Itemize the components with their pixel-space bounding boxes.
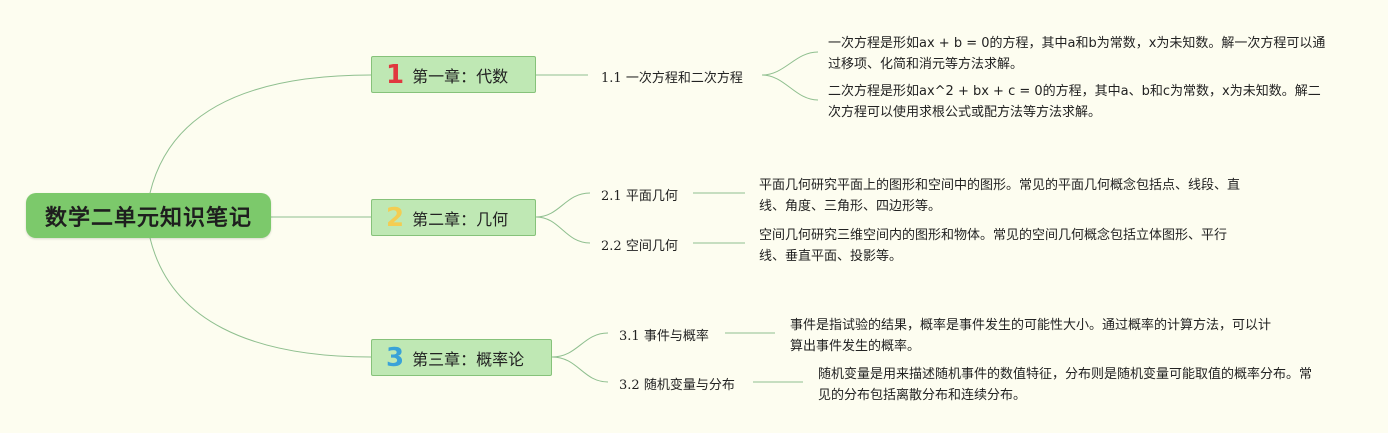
note-text: 一次方程是形如ax + b = 0的方程，其中a和b为常数，x为未知数。解一次方… bbox=[828, 36, 1326, 72]
section-number: 2.2 bbox=[601, 239, 622, 254]
root-node[interactable]: 数学二单元知识笔记 bbox=[26, 193, 271, 238]
chapter-number-badge-1: 1 bbox=[386, 59, 405, 90]
note-text: 事件是指试验的结果，概率是事件发生的可能性大小。通过概率的计算方法，可以计算出事… bbox=[790, 318, 1272, 354]
section-title: 空间几何 bbox=[625, 239, 678, 254]
connector-root-ch3 bbox=[149, 237, 372, 358]
section-number: 1.1 bbox=[601, 71, 622, 86]
connector-ch2-s22 bbox=[535, 216, 591, 244]
connector-ch3-s31 bbox=[551, 332, 609, 358]
chapter-node-3[interactable]: 3 第三章：概率论 bbox=[371, 339, 552, 376]
connector-ch3-s32 bbox=[551, 356, 609, 383]
section-number: 3.1 bbox=[619, 329, 640, 344]
connector-root-ch1 bbox=[149, 74, 372, 194]
section-number: 3.2 bbox=[619, 378, 640, 393]
section-node-2-2[interactable]: 2.2 空间几何 bbox=[601, 235, 678, 254]
note-3-2: 随机变量是用来描述随机事件的数值特征，分布则是随机变量可能取值的概率分布。常见的… bbox=[818, 364, 1316, 406]
connector-s11-n1 bbox=[761, 51, 819, 76]
chapter-number-badge-3: 3 bbox=[386, 342, 405, 373]
section-node-3-1[interactable]: 3.1 事件与概率 bbox=[619, 325, 709, 344]
section-title: 随机变量与分布 bbox=[643, 378, 735, 393]
note-1-1-a: 一次方程是形如ax + b = 0的方程，其中a和b为常数，x为未知数。解一次方… bbox=[828, 33, 1333, 75]
note-text: 空间几何研究三维空间内的图形和物体。常见的空间几何概念包括立体图形、平行线、垂直… bbox=[759, 228, 1228, 264]
note-1-1-b: 二次方程是形如ax^2 + bx + c = 0的方程，其中a、b和c为常数，x… bbox=[828, 81, 1333, 123]
note-3-1: 事件是指试验的结果，概率是事件发生的可能性大小。通过概率的计算方法，可以计算出事… bbox=[790, 315, 1282, 357]
chapter-title-1: 第一章：代数 bbox=[412, 66, 509, 86]
chapter-title-2: 第二章：几何 bbox=[412, 209, 509, 229]
note-text: 二次方程是形如ax^2 + bx + c = 0的方程，其中a、b和c为常数，x… bbox=[828, 84, 1321, 120]
section-node-1-1[interactable]: 1.1 一次方程和二次方程 bbox=[601, 67, 743, 86]
section-node-2-1[interactable]: 2.1 平面几何 bbox=[601, 185, 678, 204]
root-title: 数学二单元知识笔记 bbox=[44, 205, 252, 231]
note-text: 平面几何研究平面上的图形和空间中的图形。常见的平面几何概念包括点、线段、直线、角… bbox=[759, 178, 1241, 214]
section-node-3-2[interactable]: 3.2 随机变量与分布 bbox=[619, 374, 735, 393]
note-2-1: 平面几何研究平面上的图形和空间中的图形。常见的平面几何概念包括点、线段、直线、角… bbox=[759, 175, 1244, 217]
note-text: 随机变量是用来描述随机事件的数值特征，分布则是随机变量可能取值的概率分布。常见的… bbox=[818, 367, 1313, 403]
connector-s11-n2 bbox=[761, 74, 819, 101]
chapter-node-2[interactable]: 2 第二章：几何 bbox=[371, 199, 536, 236]
section-title: 一次方程和二次方程 bbox=[625, 71, 743, 86]
connector-ch2-s21 bbox=[535, 192, 591, 218]
chapter-number-badge-2: 2 bbox=[386, 202, 405, 233]
section-title: 事件与概率 bbox=[643, 329, 709, 344]
section-title: 平面几何 bbox=[625, 189, 678, 204]
chapter-node-1[interactable]: 1 第一章：代数 bbox=[371, 56, 536, 93]
note-2-2: 空间几何研究三维空间内的图形和物体。常见的空间几何概念包括立体图形、平行线、垂直… bbox=[759, 225, 1244, 267]
section-number: 2.1 bbox=[601, 189, 622, 204]
chapter-title-3: 第三章：概率论 bbox=[412, 349, 525, 369]
